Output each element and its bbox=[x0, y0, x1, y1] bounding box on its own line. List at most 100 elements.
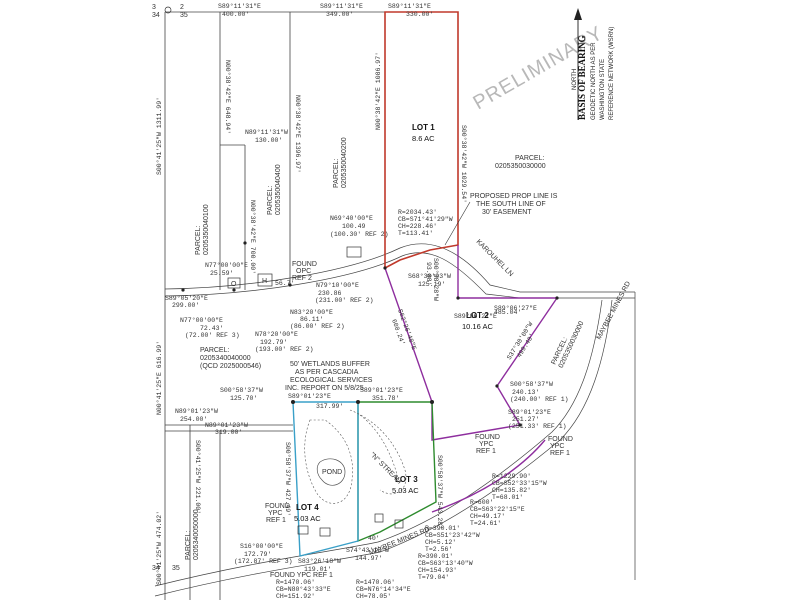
karouhel-lane-road bbox=[164, 243, 635, 299]
n89-130-bearing: N89°11'31"W bbox=[245, 128, 288, 136]
svg-text:PARCEL:: PARCEL: bbox=[333, 159, 340, 188]
svg-text:INC. REPORT ON 5/8/25: INC. REPORT ON 5/8/25 bbox=[285, 385, 364, 392]
svg-text:86.11': 86.11' bbox=[300, 316, 323, 323]
svg-text:PARCEL:: PARCEL: bbox=[185, 531, 192, 560]
svg-text:50' WETLANDS BUFFER: 50' WETLANDS BUFFER bbox=[290, 361, 370, 368]
svg-text:BASIS OF BEARING: BASIS OF BEARING bbox=[577, 35, 587, 120]
svg-text:WASHINGTON STATE: WASHINGTON STATE bbox=[600, 59, 606, 120]
svg-text:YPC: YPC bbox=[550, 443, 564, 450]
svg-text:2: 2 bbox=[180, 4, 184, 11]
lot-1-east-bearing: S00°38'42"W 1029.54' bbox=[460, 125, 468, 203]
pond-shape bbox=[316, 458, 346, 486]
svg-text:YPC: YPC bbox=[479, 441, 493, 448]
lot-3-east-bearing: S00°58'37"W 543.28' bbox=[436, 455, 444, 529]
svg-text:0205340050000: 0205340050000 bbox=[193, 509, 200, 560]
curve-6-data: R=1470.06' CB=N80°43'33"E CH=151.92' bbox=[276, 579, 331, 600]
north-arrow: NORTH bbox=[572, 8, 582, 120]
svg-text:CH=49.17': CH=49.17' bbox=[470, 513, 505, 520]
s00-240-label: S00°58'37"W 240.13' (240.00' REF 1) bbox=[510, 380, 569, 403]
svg-text:3: 3 bbox=[152, 4, 156, 11]
svg-text:T=79.04': T=79.04' bbox=[418, 574, 449, 581]
svg-text:FOUND: FOUND bbox=[475, 434, 500, 441]
svg-text:REFERENCE NETWORK (WSRN): REFERENCE NETWORK (WSRN) bbox=[609, 27, 615, 120]
svg-text:PARCEL:: PARCEL: bbox=[515, 155, 544, 162]
svg-text:(100.30' REF 2): (100.30' REF 2) bbox=[330, 231, 389, 238]
svg-text:0205350040200: 0205350040200 bbox=[341, 137, 348, 188]
curve-3-data: R=600' CB=S63°22'15"E CH=49.17' T=24.61' bbox=[470, 499, 525, 527]
svg-text:R=1470.06': R=1470.06' bbox=[276, 579, 315, 586]
svg-text:(QCD 2025000546): (QCD 2025000546) bbox=[200, 363, 261, 370]
svg-text:T=2.56': T=2.56' bbox=[425, 546, 452, 553]
svg-text:CB=N80°43'33"E: CB=N80°43'33"E bbox=[276, 585, 331, 593]
curve-5-data: R=390.01' CB=S63°13'40"W CH=154.93' T=79… bbox=[418, 553, 473, 581]
found-opc-label: FOUND OPC REF 2 bbox=[292, 261, 317, 282]
svg-text:100.49: 100.49 bbox=[342, 223, 366, 230]
svg-text:OPC: OPC bbox=[296, 268, 311, 275]
west-line-1-bearing: N00°38'42"E 648.94' bbox=[224, 60, 232, 134]
svg-text:CB=S63°13'40"W: CB=S63°13'40"W bbox=[418, 559, 473, 567]
lot-2-area: 10.16 AC bbox=[462, 322, 493, 331]
curve-4-data: R=390.01' CB=S51°23'42"W CH=5.12' T=2.56… bbox=[425, 525, 480, 553]
s00-93-distance: 93.88' bbox=[425, 262, 432, 285]
svg-text:CB=S63°22'15"E: CB=S63°22'15"E bbox=[470, 505, 525, 513]
svg-text:35: 35 bbox=[180, 12, 188, 19]
n00-616-bearing: N00°41'25"E 616.99' bbox=[155, 341, 163, 415]
svg-text:REF 1: REF 1 bbox=[266, 517, 286, 524]
structures bbox=[227, 246, 404, 537]
svg-text:R=390.01': R=390.01' bbox=[418, 553, 453, 560]
svg-text:(251.33' REF 1): (251.33' REF 1) bbox=[508, 423, 567, 430]
svg-text:(86.00' REF 2): (86.00' REF 2) bbox=[290, 323, 345, 330]
structure-h-label: H bbox=[262, 278, 267, 285]
lot4-top-labels: S00°58'37"W 125.70' N89°01'23"W 254.00' … bbox=[175, 386, 403, 436]
distance-56-7: 56.7' bbox=[275, 280, 295, 287]
svg-text:T=113.41': T=113.41' bbox=[398, 230, 433, 237]
easement-note: PROPOSED PROP LINE IS THE SOUTH LINE OF … bbox=[444, 193, 558, 246]
maybee-mines-road bbox=[154, 299, 613, 597]
svg-text:R=1229.90': R=1229.90' bbox=[492, 473, 531, 480]
svg-text:R=390.01': R=390.01' bbox=[425, 525, 460, 532]
svg-text:251.27': 251.27' bbox=[512, 416, 539, 423]
svg-text:CH=5.12': CH=5.12' bbox=[425, 539, 456, 546]
svg-text:FOUND: FOUND bbox=[265, 503, 290, 510]
top-bearings: S89°11'31"E 400.00' S89°11'31"E 349.00' … bbox=[218, 2, 433, 18]
svg-text:FOUND: FOUND bbox=[292, 261, 317, 268]
svg-text:144.97': 144.97' bbox=[355, 555, 382, 562]
svg-text:S89°01'23"E: S89°01'23"E bbox=[508, 408, 551, 416]
svg-text:192.79': 192.79' bbox=[260, 339, 287, 346]
n89-130-distance: 130.00' bbox=[255, 137, 282, 144]
svg-text:THE SOUTH LINE OF: THE SOUTH LINE OF bbox=[476, 201, 546, 208]
svg-text:S89°06'27"E: S89°06'27"E bbox=[494, 304, 537, 312]
s00-221-bearing: S00°41'25"W 221.00' bbox=[194, 440, 202, 514]
svg-text:485.04': 485.04' bbox=[494, 309, 521, 316]
s89-251-label: S89°01'23"E 251.27' (251.33' REF 1) bbox=[508, 408, 567, 430]
svg-text:R=600': R=600' bbox=[470, 499, 493, 506]
svg-text:319.00': 319.00' bbox=[215, 429, 242, 436]
svg-text:S16°00'00"E: S16°00'00"E bbox=[240, 542, 283, 550]
svg-text:CB=N76°14'34"E: CB=N76°14'34"E bbox=[356, 585, 411, 593]
lot-1-label: LOT 1 bbox=[412, 123, 435, 132]
svg-text:REF 2: REF 2 bbox=[292, 275, 312, 282]
svg-text:172.79': 172.79' bbox=[244, 551, 271, 558]
wetland-buffer bbox=[304, 409, 407, 504]
lot-4-boundary bbox=[292, 401, 359, 557]
svg-text:020535004010​0: 020535004010​0 bbox=[203, 204, 210, 255]
basis-of-bearing: BASIS OF BEARING GEODETIC NORTH AS PER W… bbox=[577, 27, 615, 120]
west-line-3-bearing: N00°38'42"E 700.00' bbox=[249, 200, 257, 274]
svg-text:N69°40'00"E: N69°40'00"E bbox=[330, 214, 373, 222]
s00-474-bearing: S00°41'25"W 474.02' bbox=[155, 511, 163, 585]
curve-7-data: R=1470.06' CB=N76°14'34"E CH=78.05' bbox=[356, 579, 411, 600]
svg-text:S89°05'20"E: S89°05'20"E bbox=[165, 294, 208, 302]
s00-93-bearing: S00°38'28"W bbox=[432, 258, 440, 301]
svg-text:CB=S51°23'42"W: CB=S51°23'42"W bbox=[425, 531, 480, 539]
lot-2-label: LOT 2 bbox=[466, 311, 489, 320]
svg-text:299.00': 299.00' bbox=[172, 302, 199, 309]
lot-3-label: LOT 3 bbox=[395, 475, 418, 484]
pond-label: POND bbox=[322, 469, 342, 476]
svg-text:R=1470.06': R=1470.06' bbox=[356, 579, 395, 586]
wetlands-note: 50' WETLANDS BUFFER AS PER CASCADIA ECOL… bbox=[285, 361, 373, 392]
frontage-bearings: S74°43'15"W 144.97' S83°26'18"W 119.01' … bbox=[234, 535, 389, 573]
svg-text:REF 1: REF 1 bbox=[476, 448, 496, 455]
svg-text:T=68.01': T=68.01' bbox=[492, 494, 523, 501]
svg-text:S00°58'37"W: S00°58'37"W bbox=[220, 386, 263, 394]
